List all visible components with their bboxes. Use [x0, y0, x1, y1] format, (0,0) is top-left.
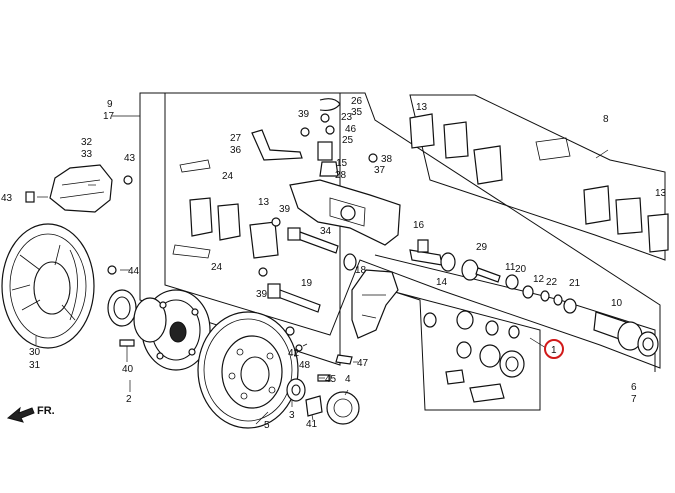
part-label-5: 5	[264, 420, 270, 431]
shield-bracket	[25, 164, 133, 213]
part-label-13-top: 13	[416, 102, 428, 113]
part-label-43-left: 43	[1, 193, 13, 204]
caliper-bracket	[251, 98, 401, 246]
part-label-21: 21	[569, 278, 581, 289]
leader-lines	[35, 115, 609, 425]
pad-set-right	[409, 113, 669, 253]
part-label-40: 40	[122, 364, 134, 375]
part-label-14: 14	[436, 277, 448, 288]
part-label-18: 18	[355, 265, 367, 276]
part-label-32: 32	[81, 137, 93, 148]
frame-seal-kit	[394, 291, 541, 411]
part-label-28: 28	[335, 170, 347, 181]
caliper-mount	[351, 269, 399, 339]
part-label-43-right: 43	[124, 153, 136, 164]
part-label-45: 45	[325, 374, 337, 385]
part-label-3: 3	[289, 410, 295, 421]
part-label-39-mid: 39	[279, 204, 291, 215]
part-label-13-right: 13	[655, 188, 667, 199]
part-label-27: 27	[230, 133, 242, 144]
part-label-31: 31	[29, 360, 41, 371]
brake-rotor	[197, 311, 299, 429]
rotor-hardware	[285, 326, 360, 425]
part-label-46: 46	[345, 124, 357, 135]
part-label-4: 4	[345, 374, 351, 385]
part-label-47: 47	[357, 358, 369, 369]
piston-parts	[258, 217, 659, 357]
part-label-26: 26	[351, 96, 363, 107]
part-label-25: 25	[342, 135, 354, 146]
part-label-38: 38	[381, 154, 393, 165]
part-label-15: 15	[336, 158, 348, 169]
front-direction-indicator: FR.	[6, 405, 55, 423]
part-label-17: 17	[103, 111, 115, 122]
part-label-2: 2	[126, 394, 132, 405]
part-label-41: 41	[306, 419, 318, 430]
part-label-34: 34	[320, 226, 332, 237]
part-label-8: 8	[603, 114, 609, 125]
part-label-42: 42	[288, 348, 300, 359]
frame-caliper-main	[164, 92, 661, 369]
part-label-29: 29	[476, 242, 488, 253]
part-labels: 1 2 3 4 5 6 7 8 9 10 11 12 13 13 13 14 1…	[1, 96, 667, 431]
part-label-10: 10	[611, 298, 623, 309]
frame-pads	[409, 94, 666, 261]
part-label-19: 19	[301, 278, 313, 289]
part-label-39-bottom: 39	[256, 289, 268, 300]
part-label-20: 20	[515, 264, 527, 275]
pad-set-left	[172, 159, 279, 259]
part-label-7: 7	[631, 394, 637, 405]
hub-assembly	[107, 265, 211, 371]
part-label-35: 35	[351, 107, 363, 118]
part-label-36: 36	[230, 145, 242, 156]
fr-label: FR.	[37, 405, 55, 417]
part-label-22: 22	[546, 277, 558, 288]
highlight-circle	[544, 339, 564, 359]
seal-kit	[423, 310, 525, 403]
part-label-16: 16	[413, 220, 425, 231]
part-label-11: 11	[505, 262, 516, 273]
part-label-1: 1	[551, 345, 557, 356]
part-label-37: 37	[374, 165, 386, 176]
part-label-9: 9	[107, 99, 113, 110]
part-label-44: 44	[128, 266, 140, 277]
part-label-39-top: 39	[298, 109, 310, 120]
fr-arrow-icon	[6, 406, 35, 423]
part-label-6: 6	[631, 382, 637, 393]
part-label-13-left: 13	[258, 197, 270, 208]
part-label-48: 48	[299, 360, 311, 371]
part-label-23: 23	[341, 112, 353, 123]
part-label-24-top: 24	[222, 171, 234, 182]
slide-pins	[267, 227, 357, 313]
part-label-24-bottom: 24	[211, 262, 223, 273]
part-label-33: 33	[81, 149, 93, 160]
part-label-12: 12	[533, 274, 545, 285]
part-label-30: 30	[29, 347, 41, 358]
backing-plate	[1, 223, 95, 349]
